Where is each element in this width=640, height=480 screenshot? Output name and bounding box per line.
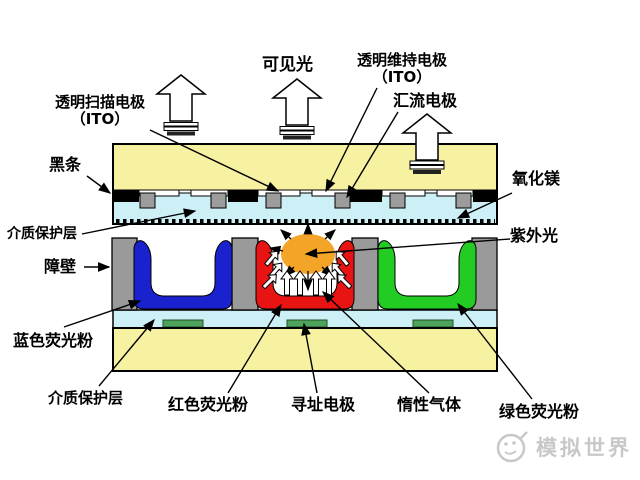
callout-scan-electrode: [149, 129, 280, 192]
sustain-electrode-label-line2: （ITO）: [372, 68, 432, 87]
callout-address-electrode: [301, 322, 318, 394]
rear-panel: [112, 309, 498, 372]
callout-dielectric-bottom: [98, 318, 155, 387]
black-stripe-label: 黑条: [49, 155, 82, 174]
address-electrode-label: 寻址电极: [291, 395, 356, 414]
green-phosphor-label: 绿色荧光粉: [499, 402, 580, 421]
watermark-text: 模拟世界: [536, 436, 632, 460]
scan-electrode-label: 透明扫描电极 （ITO）: [36, 93, 164, 129]
sustain-electrode-label-line1: 透明维持电极: [356, 51, 447, 69]
callout-black-stripe: [86, 175, 112, 194]
dielectric-bottom-label: 介质保护层: [48, 389, 124, 407]
callout-red-phosphor: [227, 303, 282, 394]
bus-electrode-label: 汇流电极: [393, 91, 458, 110]
magnesium-oxide-label: 氧化镁: [512, 169, 561, 188]
blue-phosphor-label: 蓝色荧光粉: [13, 331, 94, 350]
callout-mgo: [456, 192, 513, 219]
magnifier-face-icon: [496, 431, 528, 463]
front-panel: [112, 143, 498, 225]
visible-light-label: 可见光: [262, 55, 313, 75]
barrier-ribs: [111, 237, 498, 311]
barrier-rib-label: 障壁: [44, 257, 77, 276]
blue-phosphor-shape: [133, 240, 233, 310]
red-phosphor-label: 红色荧光粉: [168, 395, 249, 414]
scan-electrode-label-line1: 透明扫描电极: [54, 93, 145, 111]
callout-green-phosphor: [457, 302, 533, 400]
callout-dielectric-top: [81, 208, 197, 235]
black-stripes: [113, 190, 497, 202]
dielectric-top-label: 介质保护层: [7, 226, 77, 242]
bus-electrode-blocks: [139, 192, 472, 209]
inert-gas-label: 惰性气体: [397, 395, 462, 414]
callout-inert-gas: [321, 291, 430, 394]
uv-light-label: 紫外光: [510, 226, 559, 245]
callout-uv-light: [304, 238, 511, 259]
visible-light-arrows: [154, 74, 454, 174]
callout-sustain-electrode: [325, 87, 378, 193]
callout-blue-phosphor: [63, 299, 142, 328]
green-phosphor-shape: [377, 240, 477, 310]
callout-bus-electrode: [346, 111, 399, 199]
sustain-electrode-label: 透明维持电极 （ITO）: [340, 51, 464, 87]
scan-electrode-label-line2: （ITO）: [70, 110, 130, 129]
rear-glass-plate: [112, 327, 498, 372]
emitted-light-arrows: [261, 250, 353, 296]
